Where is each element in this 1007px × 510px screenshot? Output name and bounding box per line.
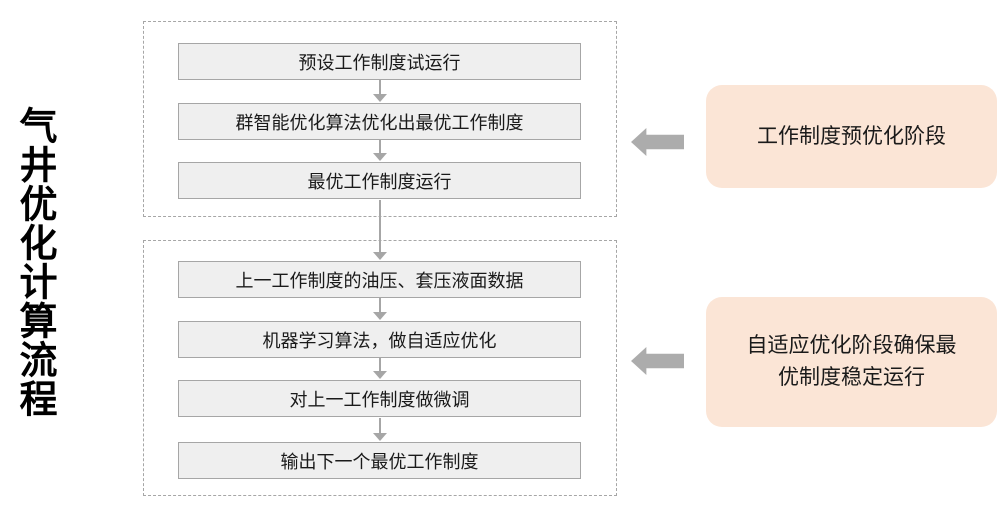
flow-step-fine-tune: 对上一工作制度做微调 <box>178 380 581 417</box>
arrow-line <box>379 358 381 371</box>
flow-step-preset-trial-run: 预设工作制度试运行 <box>178 43 581 80</box>
arrow-head <box>373 252 387 260</box>
flow-step-swarm-optimization: 群智能优化算法优化出最优工作制度 <box>178 103 581 140</box>
arrow-line <box>379 80 381 94</box>
down-arrow-icon <box>373 80 387 102</box>
phase2-callout: 自适应优化阶段确保最优制度稳定运行 <box>706 297 997 427</box>
left-block-arrow-icon <box>631 128 684 156</box>
down-arrow-icon <box>373 418 387 441</box>
arrow-head <box>373 153 387 161</box>
flow-step-pressure-data: 上一工作制度的油压、套压液面数据 <box>178 261 581 298</box>
arrow-head <box>373 433 387 441</box>
left-block-arrow-icon <box>631 347 684 375</box>
page-title: 气井优化计算流程 <box>13 106 55 418</box>
arrow-line <box>379 200 381 252</box>
down-arrow-icon <box>373 140 387 161</box>
arrow-head <box>373 94 387 102</box>
flow-step-optimal-run: 最优工作制度运行 <box>178 162 581 199</box>
flow-step-output-next: 输出下一个最优工作制度 <box>178 442 581 479</box>
arrow-head <box>373 371 387 379</box>
flow-step-machine-learning: 机器学习算法，做自适应优化 <box>178 321 581 358</box>
arrow-line <box>379 298 381 312</box>
down-arrow-icon <box>373 200 387 260</box>
arrow-line <box>379 140 381 153</box>
down-arrow-icon <box>373 358 387 379</box>
phase1-callout: 工作制度预优化阶段 <box>706 85 997 188</box>
arrow-line <box>379 418 381 433</box>
down-arrow-icon <box>373 298 387 320</box>
arrow-head <box>373 312 387 320</box>
